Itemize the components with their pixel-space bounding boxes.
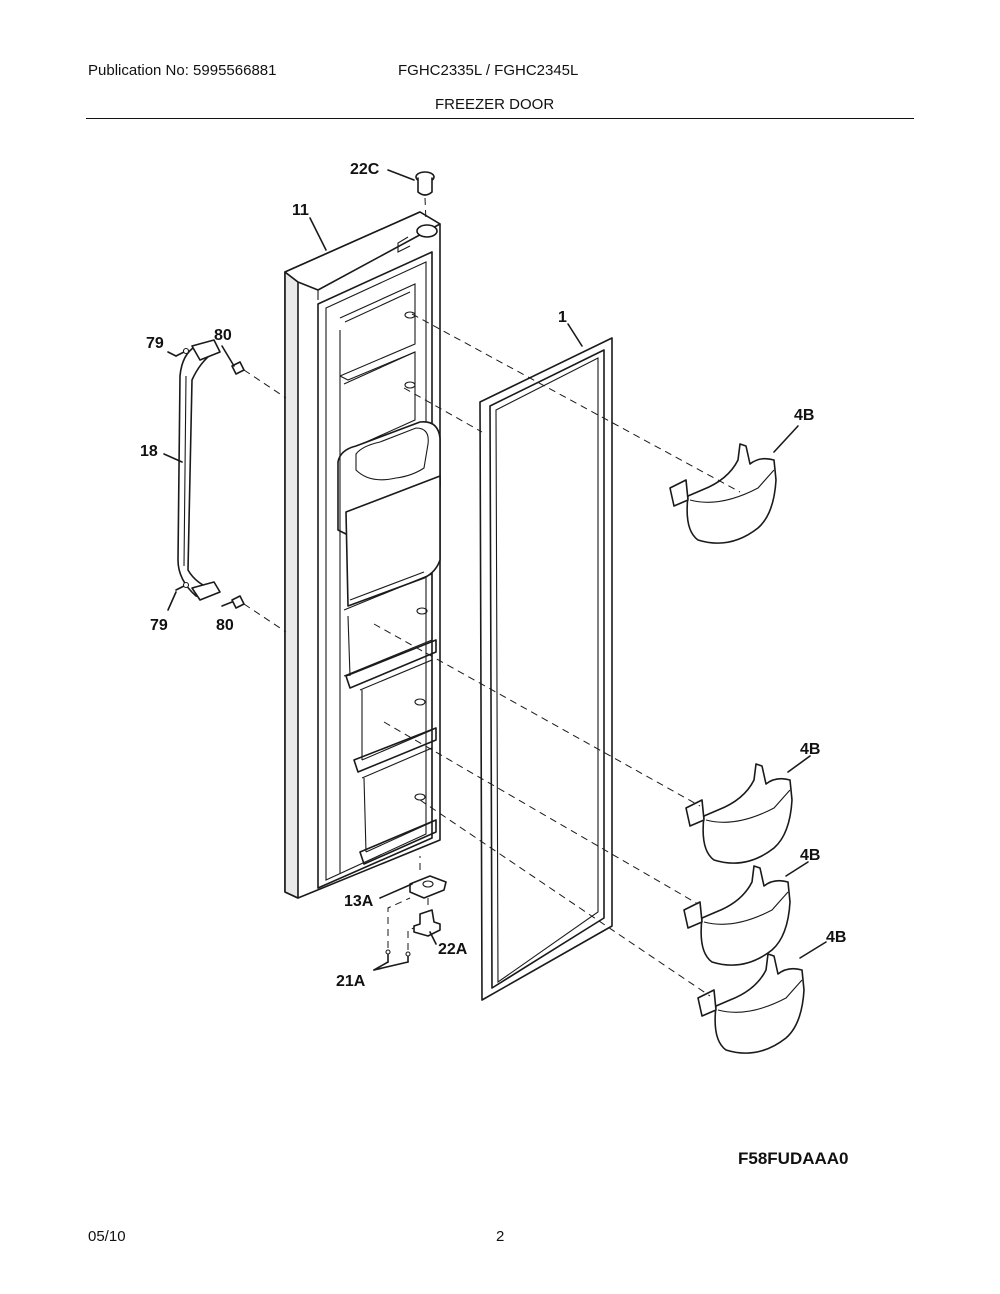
bottom-hinge-13A [409, 856, 447, 899]
handle-screw-79-top [175, 347, 190, 357]
mounting-stud-80-bottom [231, 595, 287, 633]
mounting-stud-80-top [231, 361, 287, 399]
callout-4B-1: 4B [794, 407, 814, 424]
freezer-door-assembly [284, 211, 441, 899]
callout-79-top: 79 [146, 335, 164, 352]
header-rule [86, 118, 914, 119]
callout-4B-4: 4B [826, 929, 846, 946]
leader-lines [163, 169, 827, 971]
door-gasket [479, 337, 613, 1001]
publication-number: Publication No: 5995566881 [88, 62, 277, 79]
hinge-bushing-22C [415, 171, 435, 223]
handle-screw-79-bottom [175, 581, 190, 591]
callout-18: 18 [140, 443, 158, 460]
callout-22C: 22C [350, 161, 380, 178]
callout-11: 11 [292, 202, 309, 219]
footer-page-number: 2 [496, 1228, 505, 1245]
callout-80-bottom: 80 [216, 617, 234, 634]
hinge-pin-22A [413, 898, 441, 937]
diagram-code: F58FUDAAA0 [738, 1149, 849, 1168]
callout-4B-2: 4B [800, 741, 820, 758]
door-bin-4B-3 [683, 865, 791, 966]
callout-13A: 13A [344, 893, 374, 910]
door-bin-4B-4 [697, 953, 805, 1054]
callout-1: 1 [558, 309, 567, 326]
callout-4B-3: 4B [800, 847, 820, 864]
screws-21A [385, 897, 415, 963]
callout-79-bottom: 79 [150, 617, 168, 634]
door-handle [177, 339, 221, 601]
alignment-lines [373, 313, 741, 997]
door-bin-4B-1 [669, 443, 777, 544]
callout-21A: 21A [336, 973, 366, 990]
callout-80-top: 80 [214, 327, 232, 344]
section-title: FREEZER DOOR [435, 96, 555, 113]
door-bin-4B-2 [685, 763, 793, 864]
callout-22A: 22A [438, 941, 468, 958]
footer-date: 05/10 [88, 1228, 126, 1245]
model-numbers: FGHC2335L / FGHC2345L [398, 62, 579, 79]
